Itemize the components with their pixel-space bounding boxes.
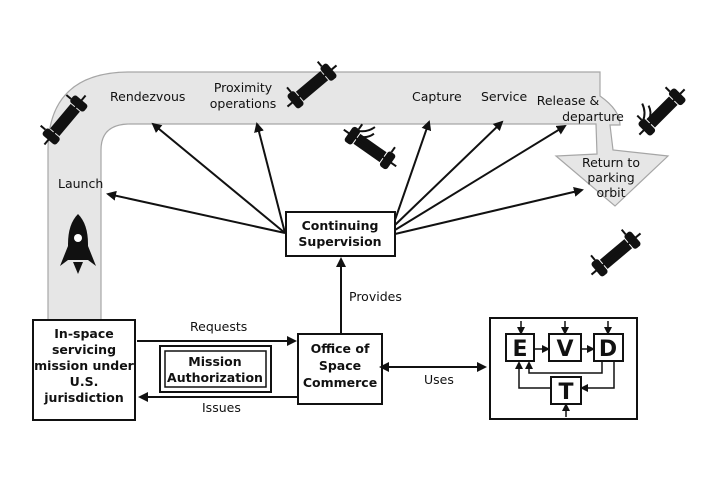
- arrow-to-service: [394, 120, 504, 226]
- arrow-to-rendezvous: [151, 122, 286, 234]
- evdt-t-box: [550, 376, 582, 405]
- office-label: Space: [319, 358, 361, 373]
- continuing-supervision-label: Continuing: [302, 218, 379, 233]
- evdt-d-label: D: [599, 337, 617, 362]
- stage-return: parking: [587, 170, 634, 185]
- mission-authorization-box: [159, 345, 272, 393]
- stage-launch: Launch: [58, 176, 103, 191]
- uses-label: Uses: [424, 372, 454, 387]
- mission-label: In-space: [54, 326, 113, 341]
- arrow-to-return: [394, 186, 584, 235]
- rocket-icon: [60, 214, 96, 274]
- stage-release: departure: [562, 109, 624, 124]
- satellite-icon: [580, 220, 648, 283]
- stage-service: Service: [481, 89, 528, 104]
- arrow-to-launch: [106, 190, 286, 234]
- stage-proximity: Proximity: [214, 80, 273, 95]
- stage-release: Release &: [537, 93, 600, 108]
- stage-rendezvous: Rendezvous: [110, 89, 185, 104]
- stage-proximity: operations: [210, 96, 277, 111]
- stage-capture: Capture: [412, 89, 462, 104]
- stage-return: orbit: [596, 185, 625, 200]
- issues-label: Issues: [202, 400, 241, 415]
- requests-label: Requests: [190, 319, 247, 334]
- evdt-e-box: [505, 333, 535, 362]
- satellite-icon: [627, 77, 692, 142]
- continuing-supervision-label: Supervision: [298, 234, 381, 249]
- mission-label: jurisdiction: [43, 390, 123, 405]
- mission-label: mission under: [34, 358, 135, 373]
- evdt-d-box: [593, 333, 624, 362]
- mission-authorization-label: Authorization: [167, 370, 263, 385]
- evdt-t-label: T: [558, 380, 573, 405]
- mission-label: servicing: [52, 342, 116, 357]
- stage-return: Return to: [582, 155, 640, 170]
- evdt-e-label: E: [512, 337, 527, 362]
- arrow-to-release: [394, 124, 567, 231]
- mission-box: [32, 319, 136, 421]
- evdt-v-label: V: [556, 337, 573, 362]
- orbit-path: [47, 71, 670, 321]
- evdt-v-box: [548, 333, 582, 362]
- continuing-supervision-box: [285, 211, 396, 257]
- office-label: Commerce: [303, 375, 377, 390]
- office-label: Office of: [311, 341, 370, 356]
- mission-authorization-label: Mission: [188, 354, 241, 369]
- arrow-to-capture: [394, 120, 432, 221]
- mission-label: U.S.: [70, 374, 99, 389]
- arrow-to-proximity: [254, 122, 286, 234]
- provides-label: Provides: [349, 289, 402, 304]
